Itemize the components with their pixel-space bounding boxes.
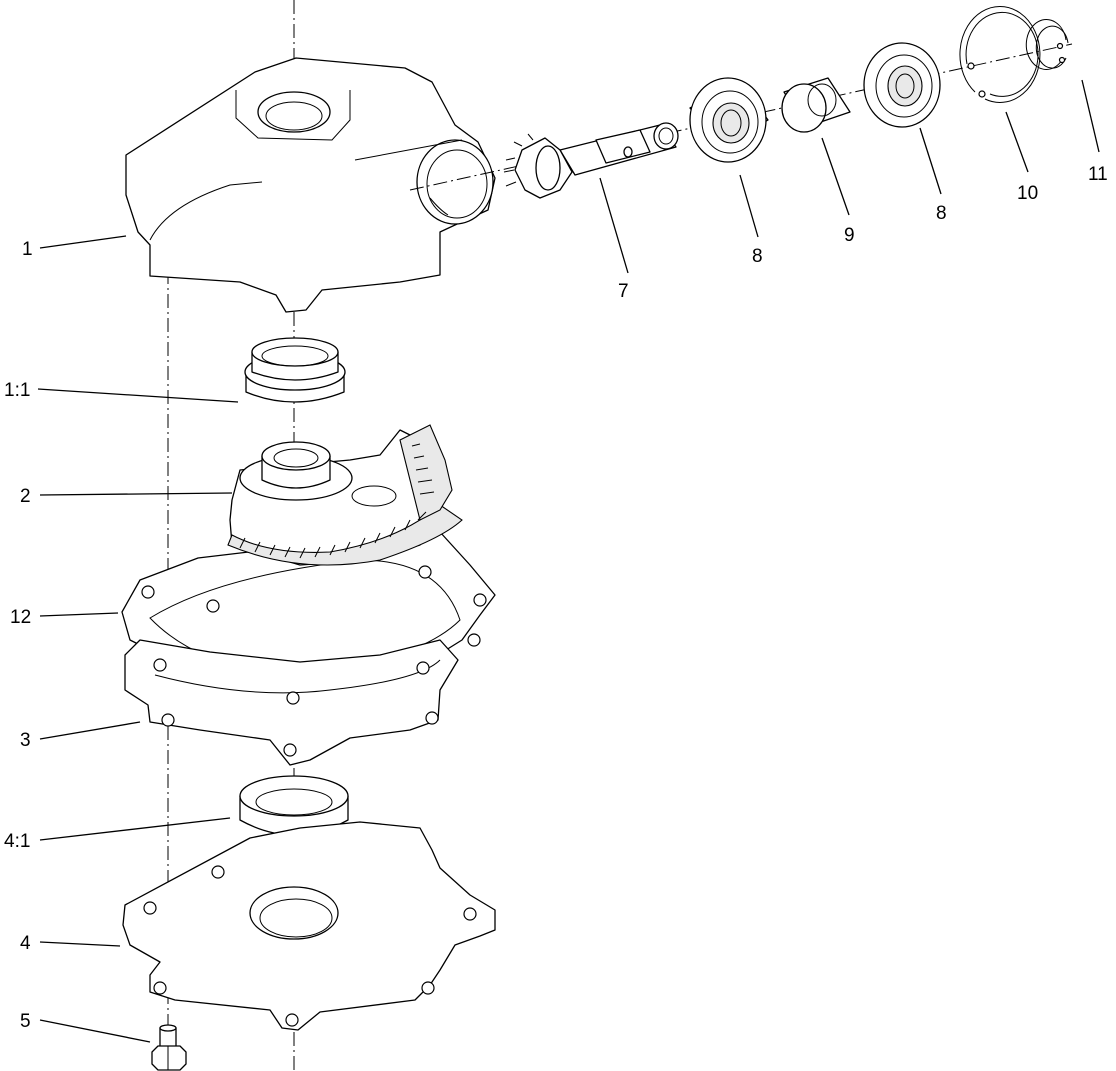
spacer: [781, 77, 851, 133]
callout-3: 3: [20, 730, 31, 751]
leader-7: [599, 177, 629, 274]
leader-5: [39, 1019, 151, 1043]
cover-plate: [122, 821, 496, 1031]
callout-11: 11: [1088, 164, 1108, 185]
retaining-ring-large: [959, 6, 1041, 103]
leader-11: [1081, 79, 1100, 153]
callout-labels: 1 1:1 2 12 3 4:1 4 5 7 8 9 8 10 11: [4, 164, 1108, 1032]
bolt: [151, 1024, 187, 1071]
leader-lines: [37, 79, 1100, 1043]
shaft-bearing-right: [863, 42, 941, 128]
snap-ring-small: [1025, 19, 1069, 70]
lower-bearing-cup: [239, 775, 349, 836]
leader-8a: [739, 174, 759, 238]
bevel-gear: [227, 424, 463, 566]
upper-bearing-cup: [244, 337, 346, 403]
callout-4: 4: [20, 933, 31, 954]
leader-4-1: [39, 817, 231, 841]
callout-12: 12: [10, 607, 31, 628]
leader-12: [39, 612, 119, 617]
cover-gasket: [124, 639, 459, 766]
leader-8b: [919, 127, 942, 195]
callout-9: 9: [844, 225, 855, 246]
leader-2: [39, 492, 233, 496]
leader-1: [39, 235, 127, 249]
callout-5: 5: [20, 1011, 31, 1032]
gearbox-housing: [125, 57, 496, 313]
shaft-bearing-left: [689, 77, 769, 163]
callout-8-right: 8: [936, 203, 947, 224]
callout-7: 7: [618, 281, 629, 302]
leader-3: [39, 721, 141, 740]
callout-2: 2: [20, 486, 31, 507]
callout-1-1: 1:1: [4, 380, 30, 401]
callout-1: 1: [22, 239, 33, 260]
leader-4: [39, 941, 121, 947]
leader-9: [821, 137, 850, 216]
callout-8-left: 8: [752, 246, 763, 267]
callout-4-1: 4:1: [4, 831, 30, 852]
callout-10: 10: [1017, 183, 1038, 204]
leader-10: [1005, 111, 1029, 173]
leader-1-1: [37, 388, 239, 403]
pinion-shaft: [503, 122, 679, 199]
